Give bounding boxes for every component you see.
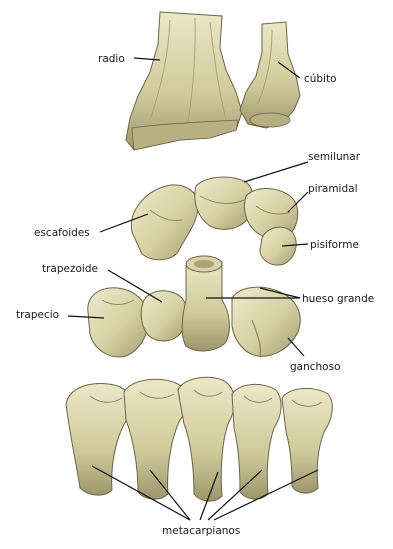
metacarpal-5 [282,388,332,493]
label-trapecio: trapecio [16,309,59,321]
metacarpal-4 [232,384,281,499]
metacarpal-1 [66,383,132,495]
label-metacarpianos: metacarpianos [162,525,240,537]
trapezium-bone [88,288,148,357]
label-trapezoide: trapezoide [42,263,98,275]
label-ganchoso: ganchoso [290,361,341,373]
label-semilunar: semilunar [308,151,361,163]
label-radio: radio [98,53,125,65]
label-pisiforme: pisiforme [310,239,359,251]
label-hueso-grande: hueso grande [302,293,374,305]
proximal-carpal-row [131,177,297,265]
radius-bone [126,12,242,150]
ulna-bone [240,22,300,128]
label-cubito: cúbito [304,73,337,85]
pisiform-bone [260,227,296,265]
metacarpal-2 [124,379,187,499]
label-piramidal: piramidal [308,183,358,195]
scaphoid-bone [131,185,198,260]
distal-carpal-row [88,256,300,357]
trapezoid-bone [141,291,187,341]
label-escafoides: escafoides [34,227,90,239]
